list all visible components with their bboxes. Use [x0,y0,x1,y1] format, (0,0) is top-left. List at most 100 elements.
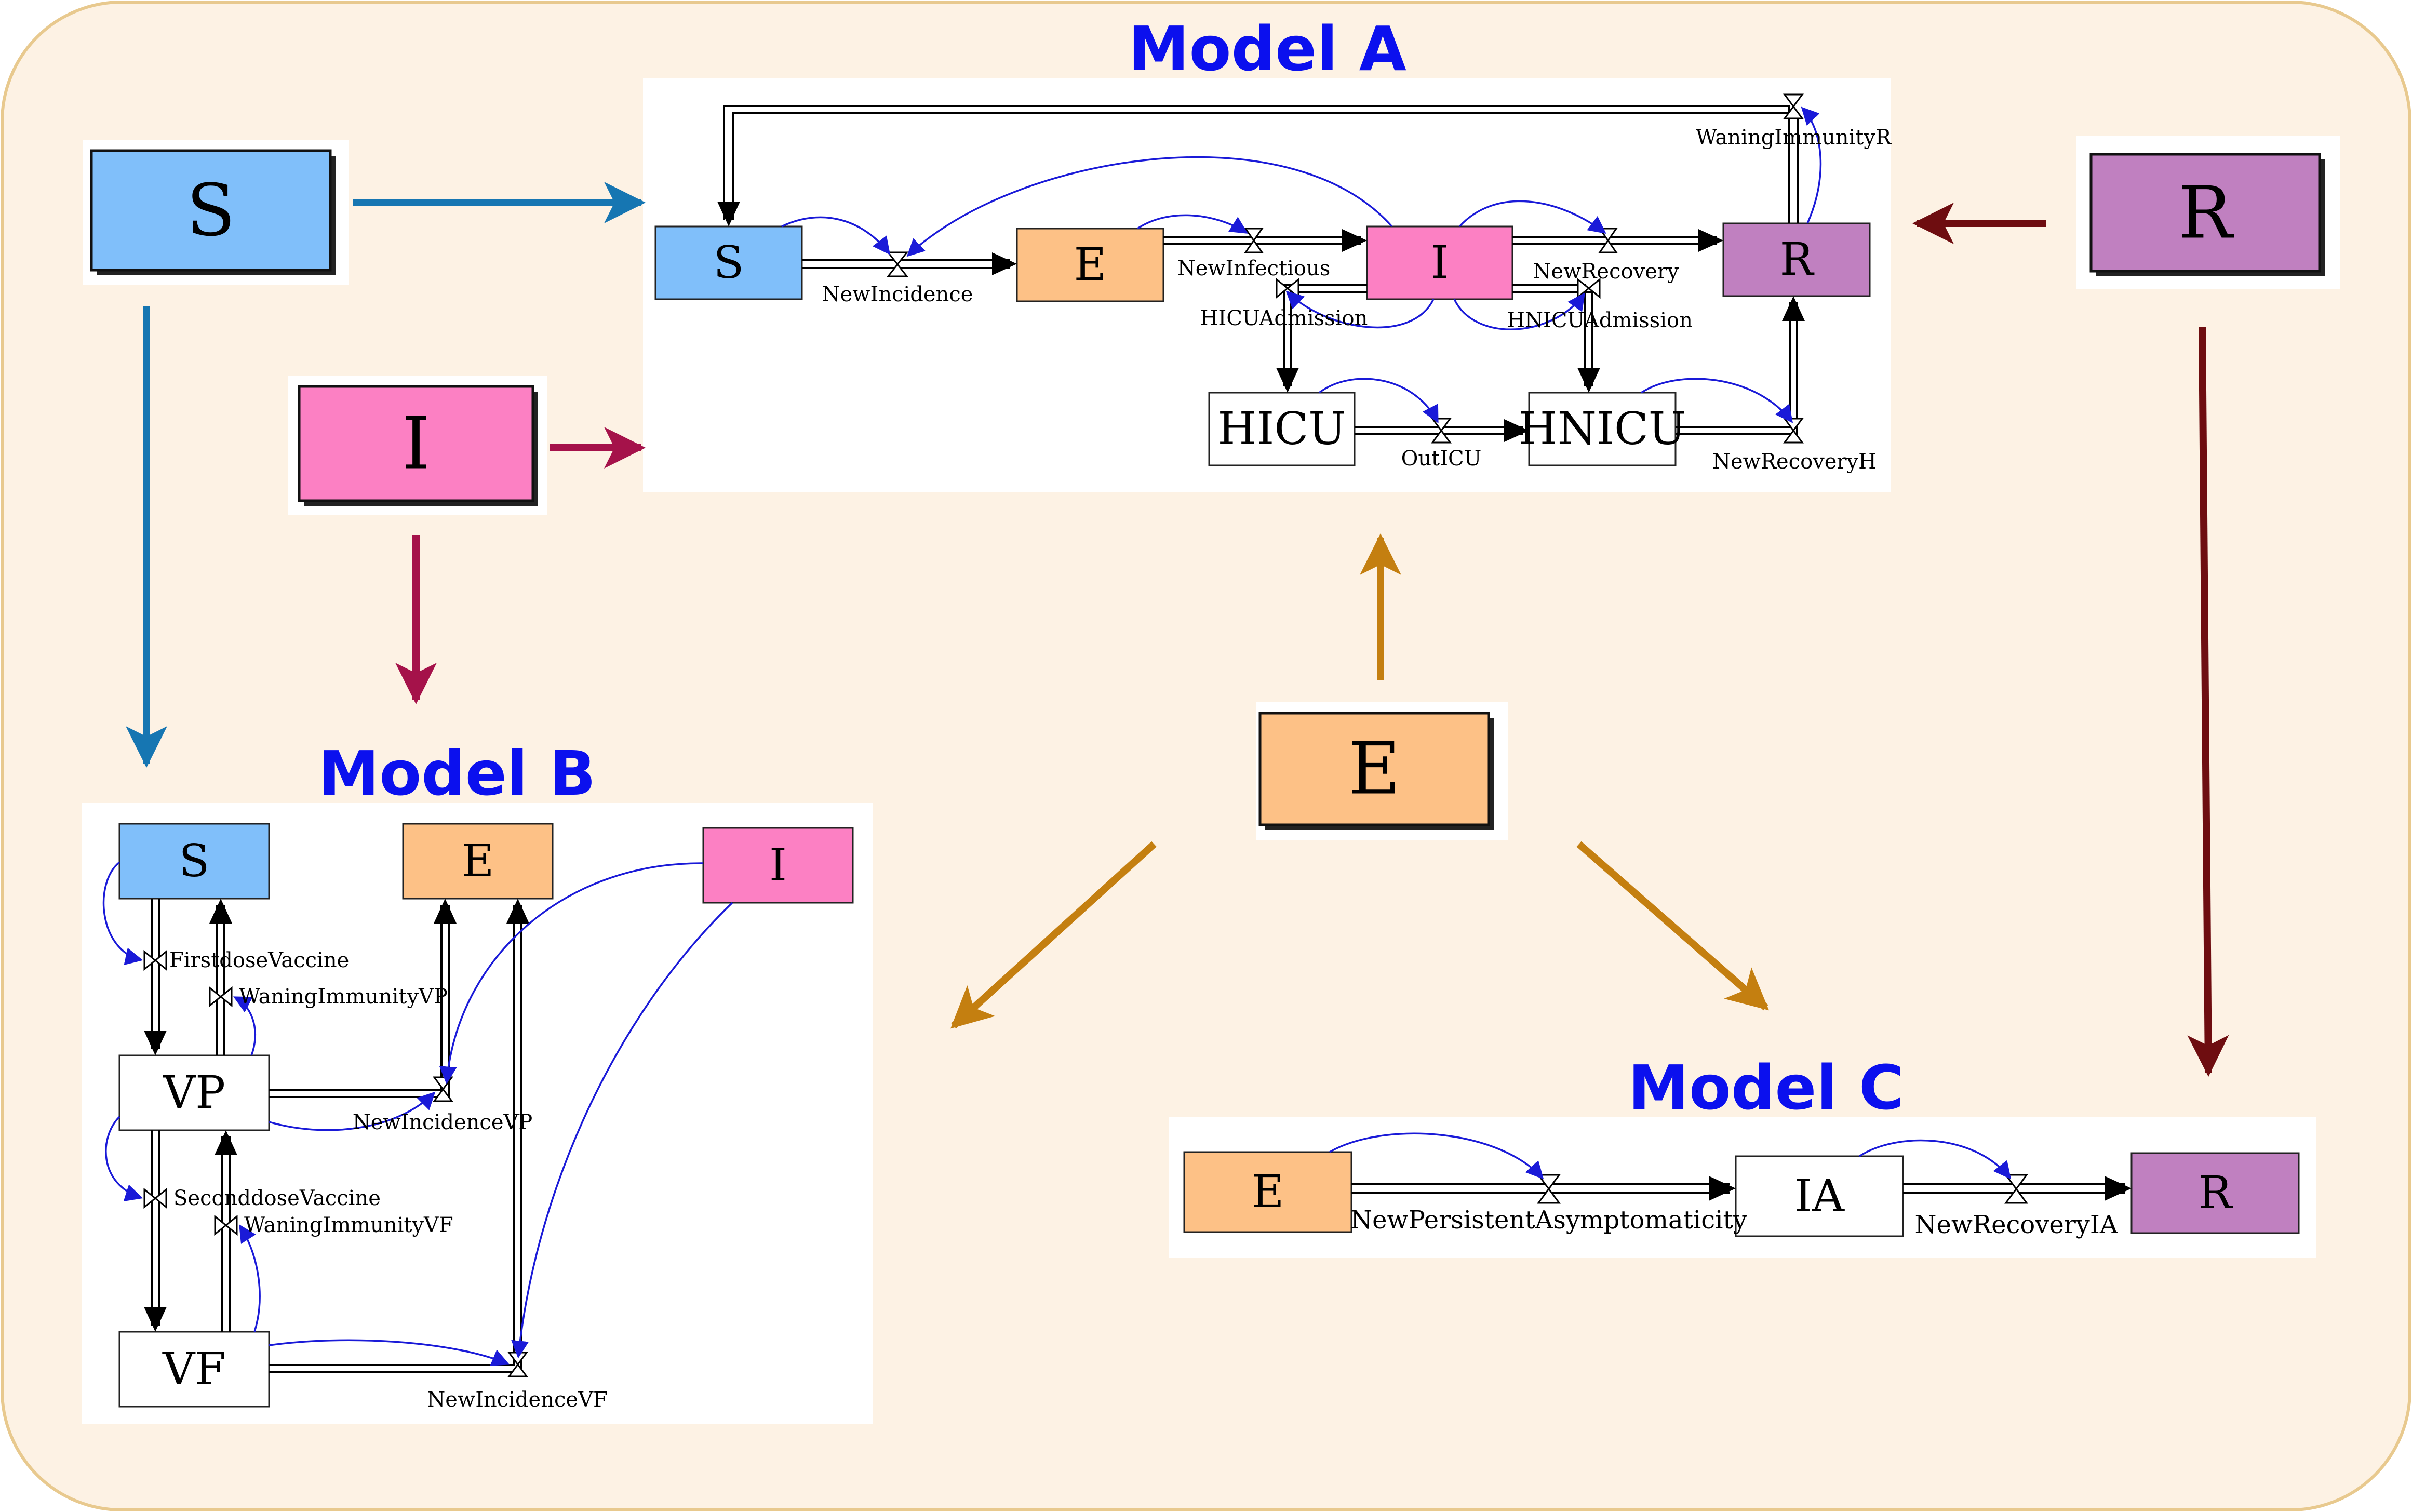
link-i-new-recovery [1458,200,1606,234]
model-a-r-label: R [1780,234,1815,286]
legend-s-box [90,149,332,272]
model-b-e-label: E [462,835,494,887]
b-pipe-vp-e-a [269,905,443,1091]
label-new-incidence: NewIncidence [822,283,973,306]
model-b-vp-box [118,1054,270,1131]
valve-firstdose-vaccine [143,949,167,971]
label-new-incidence-vp: NewIncidenceVP [353,1110,533,1134]
valve-new-infectious [1244,228,1264,253]
b-link-i-new-incidence-vp [439,862,704,1085]
model-c-r-label: R [2199,1167,2233,1219]
model-c-r-box [2130,1152,2300,1234]
c-head-e-ia [1709,1176,1736,1201]
model-b-title: Model B [318,738,596,809]
model-a-e-label: E [1074,239,1107,291]
valve-out-icu [1431,418,1452,444]
b-link-vf-waning [239,1224,261,1332]
link-hicu-out-icu [1318,378,1439,424]
label-waning-immunity-r: WaningImmunityR [1696,126,1892,150]
b-head-vp-vf [144,1307,167,1332]
label-new-persistent-asymptomaticity: NewPersistentAsymptomaticity [1350,1206,1747,1235]
flow-pipe-waning-a [723,105,1790,223]
model-b-vf-box [118,1331,270,1408]
valve-new-recovery [1598,228,1618,253]
flow-head-s-e [992,252,1017,275]
model-a-i-label: I [1431,237,1449,289]
valve-seconddose-vaccine [143,1187,167,1209]
legend-e-label: E [1348,727,1401,811]
legend-r-label: R [2178,171,2234,255]
e-to-model-b-arrow [950,841,1157,1029]
model-a-hicu-label: HICU [1217,403,1346,455]
flow-head-i-hnicu [1577,368,1600,393]
model-c-e-box [1183,1151,1352,1233]
flow-head-hnicu-r [1782,296,1805,321]
link-i-hicu-admission [1285,290,1435,329]
model-c-ia-label: IA [1794,1170,1845,1222]
model-c-e-label: E [1252,1166,1284,1218]
model-a-i-box [1366,225,1513,300]
model-b-i-label: I [769,839,787,891]
label-new-incidence-vf: NewIncidenceVF [427,1388,607,1412]
legend-i-label: I [402,402,431,486]
model-a-s-label: S [714,237,744,289]
b-link-s-firstdose [102,861,143,965]
label-out-icu: OutICU [1401,447,1482,471]
model-a-r-box [1722,222,1871,297]
label-firstdose-vaccine: FirstdoseVaccine [169,948,349,972]
legend-i-box [298,385,534,502]
link-e-new-infectious [1137,214,1248,234]
model-a-title: Model A [1128,13,1406,85]
valve-new-incidence [886,251,909,277]
label-new-recovery-ia: NewRecoveryIA [1914,1210,2118,1239]
legend-s-label: S [186,169,236,252]
link-s-new-incidence [781,216,891,255]
flow-head-waning-s [717,202,740,226]
b-link-vp-new-incidence [269,1091,436,1131]
model-b-e-box [402,823,554,900]
label-new-recovery: NewRecovery [1533,260,1679,284]
c-link-e-valve [1329,1132,1544,1180]
model-c-title: Model C [1628,1052,1904,1123]
label-new-recovery-h: NewRecoveryH [1712,450,1877,474]
label-hnicu-admission: HNICUAdmission [1507,309,1693,332]
flow-head-e-i [1342,229,1367,252]
b-head-vp-e [434,899,457,924]
b-head-vf-e [506,899,529,924]
model-b-s-label: S [179,835,210,887]
flow-pipe-waning-b [732,112,1799,223]
b-link-vf-new-incidence [269,1339,510,1366]
b-link-vp-waning [233,996,257,1056]
model-c: E IA R NewPersistentAsymptomaticity NewR… [1183,1132,2300,1239]
model-a-hnicu-label: HNICU [1519,403,1686,455]
model-b-vp-label: VP [163,1067,225,1119]
label-waning-immunity-vp: WaningImmunityVP [239,985,448,1009]
c-head-ia-r [2105,1176,2132,1201]
legend-r-box [2089,153,2321,273]
model-b-vf-label: VF [162,1343,226,1395]
c-link-ia-valve [1859,1139,2012,1180]
model-b: S E I VP VF [102,823,854,1412]
model-a: S E I R HICU HNICU [654,93,1892,474]
model-a-hicu-box [1208,392,1356,466]
flow-head-hicu-hnicu [1504,419,1529,442]
flow-head-i-r [1698,229,1723,252]
valve-new-recovery-ia [2004,1174,2028,1204]
b-pipe-vf-e-a [269,905,515,1366]
model-b-s-box [118,823,270,900]
b-head-vf-vp [215,1130,237,1155]
link-hnicu-new-recovery-h [1641,378,1793,423]
b-head-vp-s [209,899,232,924]
link-i-new-incidence [906,156,1393,257]
model-a-hnicu-box [1528,392,1677,466]
model-c-ia-box [1735,1155,1904,1237]
r-to-model-c-arrow [2187,327,2229,1077]
valve-new-recovery-h [1783,418,1804,444]
b-link-i-new-incidence-vf [511,902,733,1359]
label-hicu-admission: HICUAdmission [1200,306,1368,330]
e-to-model-c-arrow [1576,841,1770,1011]
model-a-e-box [1016,228,1164,302]
b-head-s-vp [144,1031,167,1055]
